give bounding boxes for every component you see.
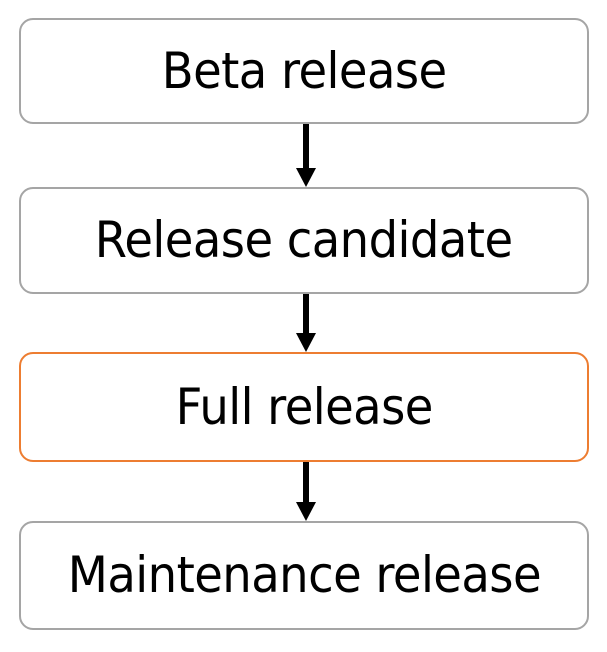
arrow-shaft — [303, 462, 309, 502]
arrow-head-icon — [296, 333, 316, 352]
arrow-shaft — [303, 294, 309, 333]
node-label: Release candidate — [95, 211, 513, 270]
node-label: Full release — [175, 377, 433, 436]
node-label: Beta release — [161, 41, 447, 100]
node-maintenance-release[interactable]: Maintenance release — [19, 521, 589, 630]
node-label: Maintenance release — [67, 546, 541, 605]
arrow-shaft — [303, 124, 309, 168]
arrow-head-icon — [296, 168, 316, 187]
connector-full-release-to-maintenance-release — [296, 462, 316, 521]
node-full-release[interactable]: Full release — [19, 352, 589, 462]
arrow-head-icon — [296, 502, 316, 521]
node-beta-release[interactable]: Beta release — [19, 18, 589, 124]
connector-release-candidate-to-full-release — [296, 294, 316, 352]
node-release-candidate[interactable]: Release candidate — [19, 187, 589, 294]
connector-beta-to-release-candidate — [296, 124, 316, 187]
